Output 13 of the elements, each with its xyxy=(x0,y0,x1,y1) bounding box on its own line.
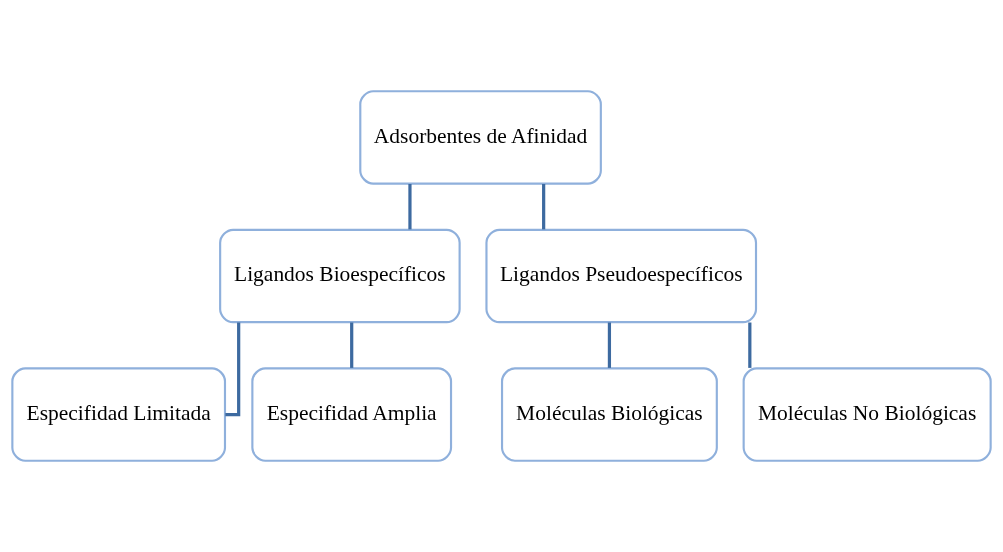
connector xyxy=(542,184,546,230)
node-box: Adsorbentes de Afinidad xyxy=(359,90,602,185)
connector xyxy=(408,184,412,230)
node-box: Ligandos Pseudoespecíficos xyxy=(485,228,758,324)
node-box: Ligandos Bioespecíficos xyxy=(219,228,461,324)
connector xyxy=(225,322,241,417)
connector xyxy=(350,322,354,368)
node-box: Moléculas No Biológicas xyxy=(742,367,992,462)
node-box: Especifidad Limitada xyxy=(11,367,227,462)
connector xyxy=(748,322,752,368)
node-box: Moléculas Biológicas xyxy=(500,367,718,462)
node-box: Especifidad Amplia xyxy=(251,367,453,462)
connector xyxy=(607,322,612,368)
